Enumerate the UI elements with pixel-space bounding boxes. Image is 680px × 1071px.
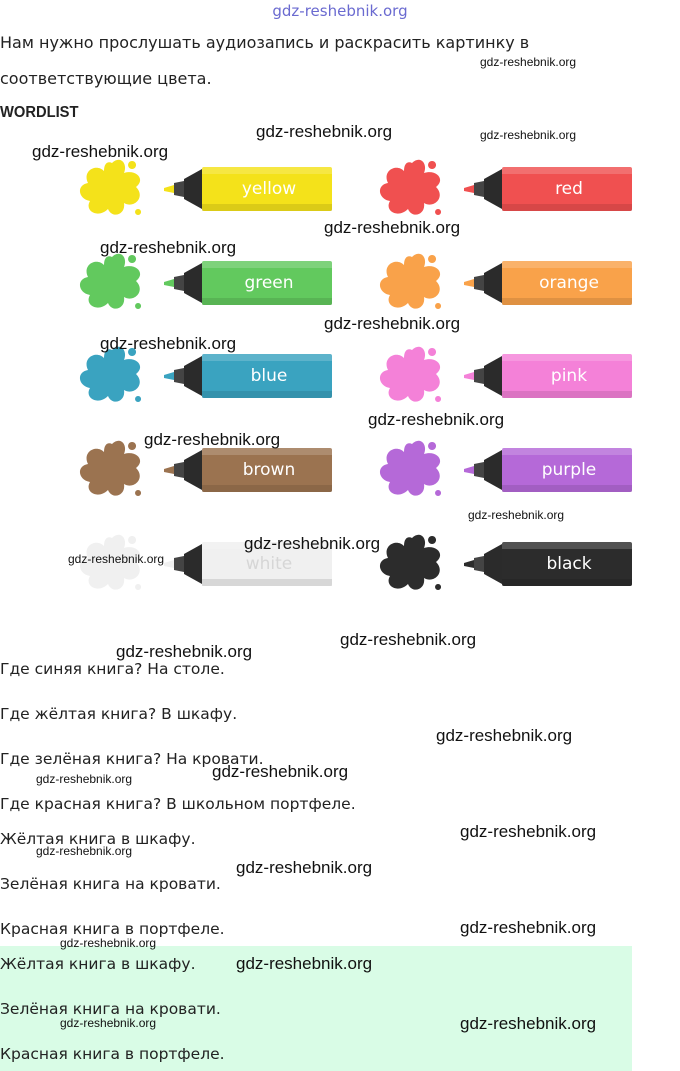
watermark: gdz-reshebnik.org bbox=[460, 822, 597, 841]
color-word: blue bbox=[250, 366, 288, 386]
marker-green: green bbox=[164, 255, 334, 311]
watermark: gdz-reshebnik.org bbox=[144, 430, 281, 449]
watermark: gdz-reshebnik.org bbox=[324, 218, 461, 237]
marker-white: white bbox=[164, 536, 334, 592]
watermark: gdz-reshebnik.org bbox=[480, 55, 577, 69]
pink-paint-splat-icon bbox=[372, 340, 452, 410]
answer-highlight bbox=[0, 946, 632, 1071]
watermark: gdz-reshebnik.org bbox=[340, 630, 477, 649]
watermark: gdz-reshebnik.org bbox=[236, 954, 373, 973]
color-word: purple bbox=[541, 460, 597, 480]
red-paint-splat-icon bbox=[372, 153, 452, 223]
watermark: gdz-reshebnik.org bbox=[468, 508, 565, 522]
sentence-line: Где синяя книга? На столе. bbox=[0, 660, 225, 678]
watermark: gdz-reshebnik.org bbox=[100, 334, 237, 353]
marker-black: black bbox=[464, 536, 634, 592]
marker-brown: brown bbox=[164, 442, 334, 498]
sentence-line: Где красная книга? В школьном портфеле. bbox=[0, 795, 356, 813]
color-word: yellow bbox=[241, 179, 297, 199]
color-word: orange bbox=[539, 273, 599, 293]
watermark: gdz-reshebnik.org bbox=[32, 142, 169, 161]
sentence-line: Зелёная книга на кровати. bbox=[0, 875, 221, 893]
color-word: red bbox=[555, 179, 583, 199]
watermark: gdz-reshebnik.org bbox=[36, 772, 133, 786]
watermark: gdz-reshebnik.org bbox=[36, 844, 133, 858]
marker-yellow: yellow bbox=[164, 161, 334, 217]
watermark: gdz-reshebnik.org bbox=[436, 726, 573, 745]
color-word: pink bbox=[550, 366, 588, 386]
intro-line-2: соответствующие цвета. bbox=[0, 69, 212, 88]
watermark: gdz-reshebnik.org bbox=[212, 762, 349, 781]
watermark: gdz-reshebnik.org bbox=[460, 1014, 597, 1033]
watermark: gdz-reshebnik.org bbox=[60, 1016, 157, 1030]
watermark: gdz-reshebnik.org bbox=[68, 552, 165, 566]
watermark: gdz-reshebnik.org bbox=[236, 858, 373, 877]
watermark: gdz-reshebnik.org bbox=[368, 410, 505, 429]
sentence-line: Красная книга в портфеле. bbox=[0, 920, 225, 938]
green-paint-splat-icon bbox=[72, 247, 152, 317]
wordlist-title: WORDLIST bbox=[0, 104, 79, 121]
watermark: gdz-reshebnik.org bbox=[116, 642, 253, 661]
watermark: gdz-reshebnik.org bbox=[256, 122, 393, 141]
answer-line: Красная книга в портфеле. bbox=[0, 1045, 225, 1063]
color-word: white bbox=[245, 554, 293, 574]
color-word: green bbox=[244, 273, 294, 293]
watermark: gdz-reshebnik.org bbox=[244, 534, 381, 553]
intro-line-1: Нам нужно прослушать аудиозапись и раскр… bbox=[0, 33, 530, 52]
white-paint-splat-icon bbox=[72, 528, 152, 598]
watermark: gdz-reshebnik.org bbox=[60, 936, 157, 950]
marker-blue: blue bbox=[164, 348, 334, 404]
yellow-paint-splat-icon bbox=[72, 153, 152, 223]
sentence-line: Где зелёная книга? На кровати. bbox=[0, 750, 264, 768]
sentence-line: Жёлтая книга в шкафу. bbox=[0, 830, 196, 848]
brown-paint-splat-icon bbox=[72, 434, 152, 504]
watermark: gdz-reshebnik.org bbox=[324, 314, 461, 333]
black-paint-splat-icon bbox=[372, 528, 452, 598]
color-word: black bbox=[546, 554, 592, 574]
color-word: brown bbox=[242, 460, 296, 480]
marker-orange: orange bbox=[464, 255, 634, 311]
purple-paint-splat-icon bbox=[372, 434, 452, 504]
marker-purple: purple bbox=[464, 442, 634, 498]
orange-paint-splat-icon bbox=[372, 247, 452, 317]
sentence-line: Где жёлтая книга? В шкафу. bbox=[0, 705, 238, 723]
watermark: gdz-reshebnik.org bbox=[480, 128, 577, 142]
marker-pink: pink bbox=[464, 348, 634, 404]
answer-line: Зелёная книга на кровати. bbox=[0, 1000, 221, 1018]
answer-line: Жёлтая книга в шкафу. bbox=[0, 955, 196, 973]
watermark: gdz-reshebnik.org bbox=[100, 238, 237, 257]
watermark: gdz-reshebnik.org bbox=[460, 918, 597, 937]
site-header[interactable]: gdz-reshebnik.org bbox=[272, 2, 408, 20]
blue-paint-splat-icon bbox=[72, 340, 152, 410]
marker-red: red bbox=[464, 161, 634, 217]
